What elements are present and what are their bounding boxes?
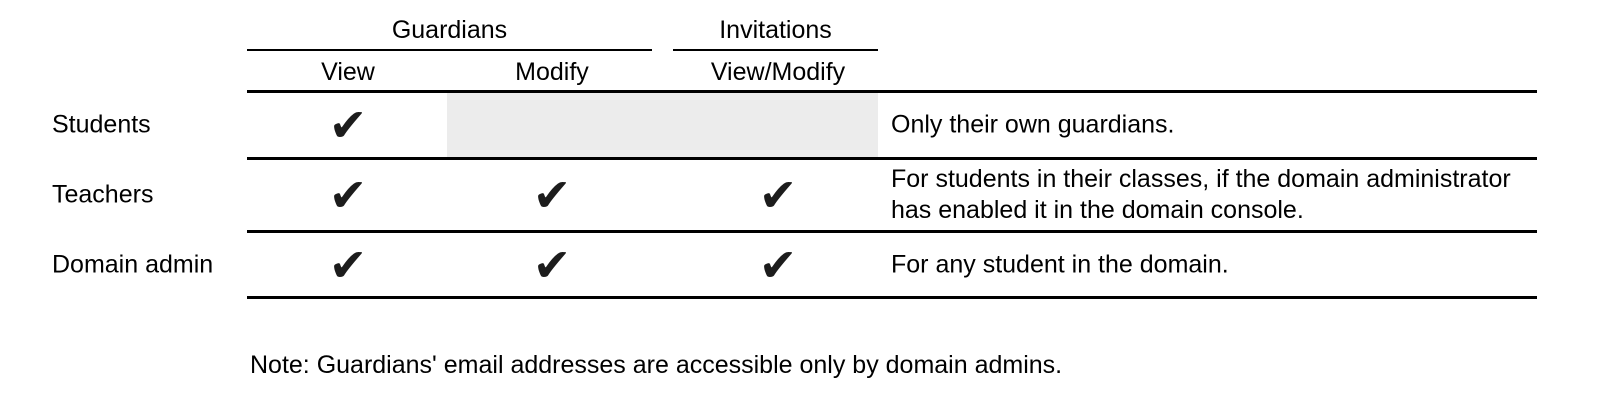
students-no-permission-highlight xyxy=(447,93,878,157)
invitations-group-rule xyxy=(673,49,878,51)
column-group-invitations-label: Invitations xyxy=(719,16,832,44)
cell-teachers-guardians-view: ✔ xyxy=(248,160,448,230)
column-group-guardians-label: Guardians xyxy=(391,16,508,44)
heavy-check-mark-icon: ✔ xyxy=(328,98,368,152)
row-note-students: Only their own guardians. xyxy=(891,110,1174,141)
guardians-group-rule xyxy=(247,49,652,51)
table-row-teachers: Teachers ✔ ✔ ✔ For students in their cla… xyxy=(0,160,1600,230)
heavy-check-mark-icon: ✔ xyxy=(532,237,572,292)
heavy-check-mark-icon: ✔ xyxy=(328,237,368,292)
note-line: Only their own guardians. xyxy=(891,110,1175,139)
table-row-students: Students ✔ Only their own guardians. xyxy=(0,93,1600,157)
heavy-check-mark-icon: ✔ xyxy=(758,237,798,292)
row-note-domain-admin: For any student in the domain. xyxy=(891,249,1229,280)
note-line: For students in their classes, if the do… xyxy=(891,165,1511,193)
heavy-check-mark-icon: ✔ xyxy=(758,168,798,222)
column-header-view: View xyxy=(321,58,375,86)
table-row-domain-admin: Domain admin ✔ ✔ ✔ For any student in th… xyxy=(0,233,1600,296)
row-label-students: Students xyxy=(52,110,151,139)
cell-students-guardians-view: ✔ xyxy=(248,93,448,157)
row-label-teachers: Teachers xyxy=(52,180,154,209)
footnote: Note: Guardians' email addresses are acc… xyxy=(250,351,1063,379)
note-line: For any student in the domain. xyxy=(891,250,1229,278)
row-rule-1 xyxy=(247,157,1537,160)
cell-domain-admin-invitations-view-modify: ✔ xyxy=(678,233,878,296)
heavy-check-mark-icon: ✔ xyxy=(328,168,368,222)
note-line: has enabled it in the domain console. xyxy=(891,196,1304,224)
header-rule xyxy=(247,90,1537,93)
column-header-modify: Modify xyxy=(515,58,589,86)
heavy-check-mark-icon: ✔ xyxy=(532,168,572,222)
row-label-domain-admin: Domain admin xyxy=(52,250,214,278)
cell-students-guardians-modify xyxy=(452,93,652,157)
row-rule-2 xyxy=(247,230,1537,233)
cell-teachers-guardians-modify: ✔ xyxy=(452,160,652,230)
cell-domain-admin-guardians-modify: ✔ xyxy=(452,233,652,296)
cell-domain-admin-guardians-view: ✔ xyxy=(248,233,448,296)
column-header-view-modify: View/Modify xyxy=(710,58,846,86)
table-bottom-rule xyxy=(247,296,1537,299)
cell-students-invitations-view-modify xyxy=(678,93,878,157)
row-note-teachers: For students in their classes, if the do… xyxy=(891,164,1511,226)
cell-teachers-invitations-view-modify: ✔ xyxy=(678,160,878,230)
